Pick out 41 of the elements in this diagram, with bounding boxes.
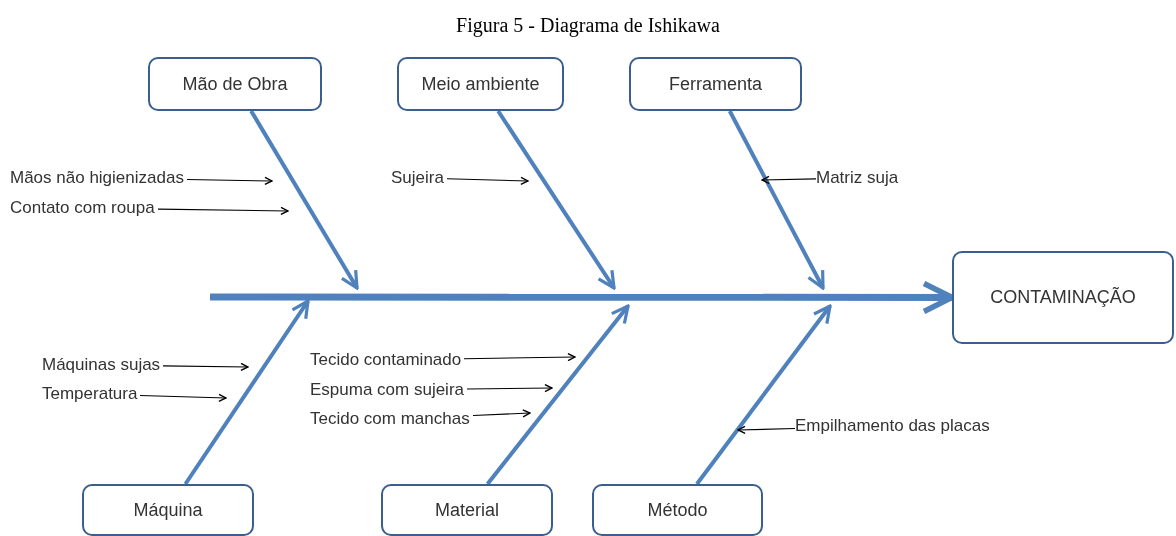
bone-arrow	[496, 109, 616, 290]
category-box	[592, 484, 763, 536]
arrow	[157, 206, 289, 216]
category-box	[397, 57, 564, 111]
arrow	[761, 175, 817, 185]
box-label: Meio ambiente	[421, 73, 540, 95]
arrow	[737, 425, 796, 435]
arrow	[162, 362, 249, 372]
cause-label: Espuma com sujeira	[310, 380, 467, 400]
box-label: Método	[647, 499, 708, 521]
cause-label: Empilhamento das placas	[795, 416, 993, 436]
category-box	[952, 251, 1174, 344]
cause-label: Tecido contaminado	[310, 350, 465, 370]
box-label: CONTAMINAÇÃO	[990, 287, 1136, 308]
box-label: Máquina	[133, 499, 203, 521]
cause-label: Contato com roupa	[10, 198, 158, 218]
bone-arrow	[183, 299, 310, 486]
category-box	[82, 484, 254, 536]
diagram-title: Figura 5 - Diagrama de Ishikawa	[455, 14, 721, 37]
bone-arrow	[249, 109, 359, 290]
category-box	[148, 57, 322, 111]
arrow	[139, 393, 227, 402]
bone-arrow	[695, 304, 832, 486]
arrow	[446, 176, 529, 186]
category-box	[629, 57, 802, 111]
cause-label: Máquinas sujas	[42, 355, 164, 375]
cause-label: Matriz suja	[816, 168, 902, 188]
cause-label: Tecido com manchas	[310, 409, 473, 429]
cause-label: Sujeira	[391, 168, 447, 188]
category-box	[381, 484, 553, 536]
bone-arrow	[485, 304, 630, 486]
arrow	[472, 409, 531, 418]
bone-arrow	[727, 110, 825, 290]
box-label: Ferramenta	[668, 73, 762, 95]
arrow	[466, 383, 553, 393]
arrow	[186, 176, 273, 186]
cause-label: Temperatura	[42, 384, 141, 404]
arrow	[463, 352, 576, 362]
box-label: Mão de Obra	[182, 73, 288, 95]
box-label: Material	[435, 499, 499, 521]
cause-label: Mãos não higienizadas	[10, 168, 187, 188]
